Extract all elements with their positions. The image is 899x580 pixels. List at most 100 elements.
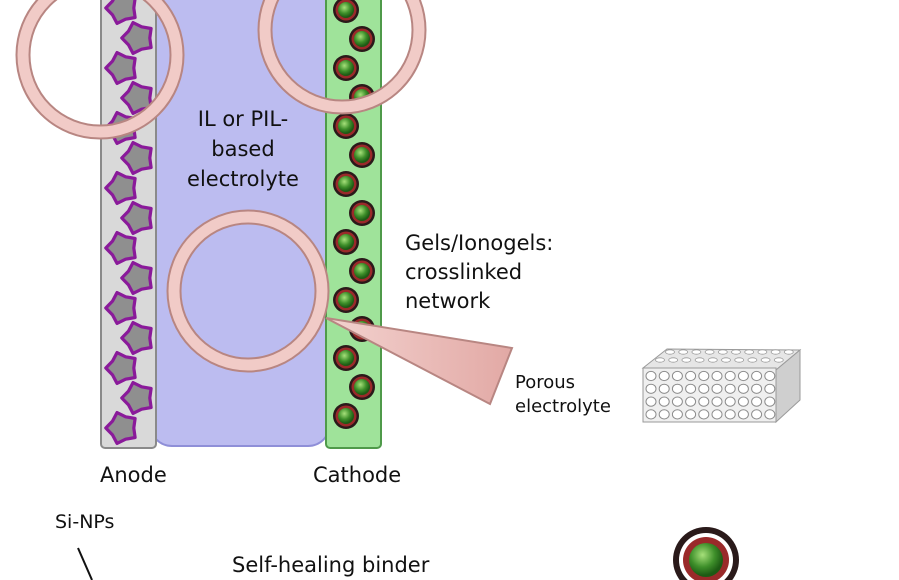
pore (724, 370, 736, 382)
pore (678, 349, 689, 355)
si-nps-label: Si-NPs (55, 511, 115, 533)
pore (658, 383, 670, 394)
pore (751, 409, 763, 420)
pore (698, 383, 710, 394)
pore (645, 383, 657, 394)
pore (698, 370, 710, 382)
pore (764, 396, 776, 407)
pore (665, 349, 675, 355)
anode-label: Anode (100, 463, 167, 487)
electrolyte-label-line: based (211, 137, 275, 161)
si-particle (104, 51, 137, 85)
pore (737, 383, 749, 394)
cathode-particle (333, 287, 359, 313)
magnifier-ring-icon (166, 209, 514, 406)
pore (744, 349, 755, 355)
pore (658, 396, 670, 407)
porous-electrolyte-label: Porous electrolyte (515, 371, 611, 419)
pore (737, 396, 749, 407)
gels-label-line: network (405, 289, 491, 313)
si-particle (104, 351, 137, 385)
pore (707, 357, 718, 363)
pore (691, 349, 702, 355)
pore (658, 370, 670, 382)
pore (645, 396, 657, 407)
cathode-particle (333, 171, 359, 197)
pore (751, 370, 763, 382)
si-nps-pointer (77, 547, 93, 580)
pore (783, 349, 794, 355)
pore (721, 357, 731, 363)
pore (711, 383, 723, 394)
electrolyte-label-line: electrolyte (187, 167, 299, 191)
si-particle (104, 231, 137, 265)
pore (724, 396, 736, 407)
pore (724, 383, 736, 394)
si-particle (120, 321, 153, 355)
pore (645, 370, 657, 382)
pore (717, 349, 728, 355)
si-particle (120, 381, 153, 415)
pore (734, 357, 745, 363)
cathode-particle (333, 345, 359, 371)
cathode-particle (349, 142, 375, 168)
electrolyte-label: IL or PIL- based electrolyte (168, 104, 318, 194)
pore (751, 396, 763, 407)
pore (711, 396, 723, 407)
cathode-label: Cathode (313, 463, 402, 487)
cathode-particle (333, 113, 359, 139)
porous-label-line: Porous (515, 372, 576, 393)
pore (681, 357, 692, 363)
pore (704, 349, 715, 355)
porous-label-line: electrolyte (515, 396, 611, 417)
si-particle (120, 141, 153, 175)
pore (764, 383, 776, 394)
cathode-particles (333, 0, 375, 429)
pore (760, 357, 771, 363)
pore (668, 357, 679, 363)
magnifier-ring-icon (257, 0, 427, 115)
pore (698, 409, 710, 420)
pore (685, 383, 697, 394)
cathode-particle (333, 55, 359, 81)
si-particle (104, 0, 137, 25)
pore (658, 409, 670, 420)
pore (698, 396, 710, 407)
cathode-particle (333, 403, 359, 429)
pore (685, 396, 697, 407)
pore (757, 349, 768, 355)
pore (751, 383, 763, 394)
pore (770, 349, 781, 355)
pore (655, 357, 665, 363)
gels-label: Gels/Ionogels: crosslinked network (405, 229, 553, 316)
pore (731, 349, 741, 355)
self-healing-binder-label: Self-healing binder (232, 553, 430, 577)
si-particle (120, 21, 153, 55)
pore (737, 409, 749, 420)
magnifier-ring-icon (15, 0, 185, 140)
porous-block-icon (641, 348, 802, 424)
si-particle (120, 201, 153, 235)
si-particle (120, 261, 153, 295)
pore (711, 370, 723, 382)
electrolyte-label-line: IL or PIL- (197, 107, 289, 131)
pore (764, 409, 776, 420)
cathode-particle (333, 229, 359, 255)
pore (645, 409, 657, 420)
si-particle (104, 171, 137, 205)
pore (737, 370, 749, 382)
core-shell-particle-icon (673, 527, 739, 580)
pore (773, 357, 784, 363)
pore (671, 383, 683, 394)
pore (711, 409, 723, 420)
pore (764, 370, 776, 382)
pore (671, 396, 683, 407)
pore (724, 409, 736, 420)
cathode-particle (349, 26, 375, 52)
cathode-particle (349, 258, 375, 284)
anode-particles (104, 0, 153, 445)
pore (685, 409, 697, 420)
gels-label-line: Gels/Ionogels: (405, 231, 554, 255)
cathode-particle (349, 374, 375, 400)
